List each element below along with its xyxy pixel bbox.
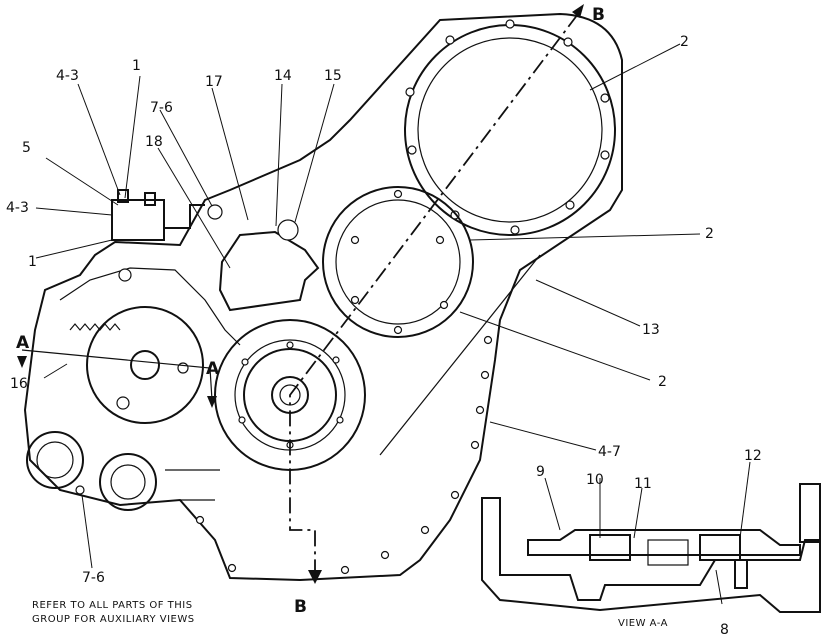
refer-note-line1: REFER TO ALL PARTS OF THIS <box>32 600 193 611</box>
cover-mid-outer <box>322 186 474 338</box>
label-7-6a: 7-6 <box>150 100 173 116</box>
gear-large <box>86 306 204 424</box>
view-aa-gear <box>647 539 689 566</box>
bracket-fitting-b <box>144 192 156 206</box>
label-17: 17 <box>205 74 223 90</box>
bracket-block <box>111 199 165 241</box>
idler-gear-inner <box>36 441 74 479</box>
pulley-bolts <box>238 341 344 449</box>
label-5: 5 <box>22 140 31 156</box>
flange-bolts <box>75 335 493 575</box>
label-18: 18 <box>145 134 163 150</box>
diag-guide <box>379 254 541 456</box>
view-aa-bearing-l <box>589 534 631 561</box>
section-line-a <box>21 349 213 401</box>
label-13: 13 <box>642 322 660 338</box>
clip-assembly <box>218 230 320 312</box>
section-line-b <box>289 13 579 575</box>
cover-mid-bolts <box>350 189 449 335</box>
label-2a: 2 <box>680 34 689 50</box>
label-1b: 1 <box>28 254 37 270</box>
bracket-fitting-a <box>117 189 129 203</box>
label-4-3a: 4-3 <box>56 68 79 84</box>
arrow-b-bottom <box>308 570 322 584</box>
clip-bolt <box>207 204 223 220</box>
label-b-bottom: B <box>294 597 307 617</box>
label-a-right: A <box>206 359 220 379</box>
arrow-a-left <box>17 356 27 368</box>
refer-note-line2: GROUP FOR AUXILIARY VIEWS <box>32 614 195 625</box>
label-16: 16 <box>10 376 28 392</box>
label-a-left: A <box>16 333 30 353</box>
label-15: 15 <box>324 68 342 84</box>
cover-large-outer <box>404 24 616 236</box>
arrow-a-right <box>207 396 217 408</box>
label-10: 10 <box>586 472 604 488</box>
housing-outline <box>23 12 623 582</box>
idler-gear <box>26 431 84 489</box>
view-aa-flange-r <box>799 483 821 543</box>
view-aa-body <box>481 497 821 613</box>
bracket-arm <box>164 204 205 229</box>
label-11: 11 <box>634 476 652 492</box>
cover-large-inner <box>417 37 603 223</box>
label-1a: 1 <box>132 58 141 74</box>
cover-mid-inner <box>335 199 461 325</box>
arrow-b-top <box>572 4 584 18</box>
label-2b: 2 <box>705 226 714 242</box>
label-8: 8 <box>720 622 729 638</box>
view-aa-bearing-r <box>699 534 741 561</box>
boss-small3 <box>118 268 132 282</box>
label-14: 14 <box>274 68 292 84</box>
clip-pin <box>277 219 299 241</box>
pump-gear <box>99 453 157 511</box>
cover-large-bolts <box>405 19 610 235</box>
view-aa-caption: VIEW A-A <box>618 618 668 629</box>
label-7-6b: 7-6 <box>82 570 105 586</box>
label-4-3b: 4-3 <box>6 200 29 216</box>
label-12: 12 <box>744 448 762 464</box>
gear-hub <box>130 350 160 380</box>
housing-inner-edge <box>59 267 241 346</box>
label-b-top: B <box>592 5 605 25</box>
view-aa-shaft <box>527 529 801 556</box>
label-2c: 2 <box>658 374 667 390</box>
gear-teeth <box>69 323 121 331</box>
leader-lines <box>35 43 751 605</box>
label-4-7: 4-7 <box>598 444 621 460</box>
boss-small2 <box>116 396 130 410</box>
view-aa-bolt <box>734 559 748 589</box>
pump-gear-inner <box>110 464 146 500</box>
label-9: 9 <box>536 464 545 480</box>
